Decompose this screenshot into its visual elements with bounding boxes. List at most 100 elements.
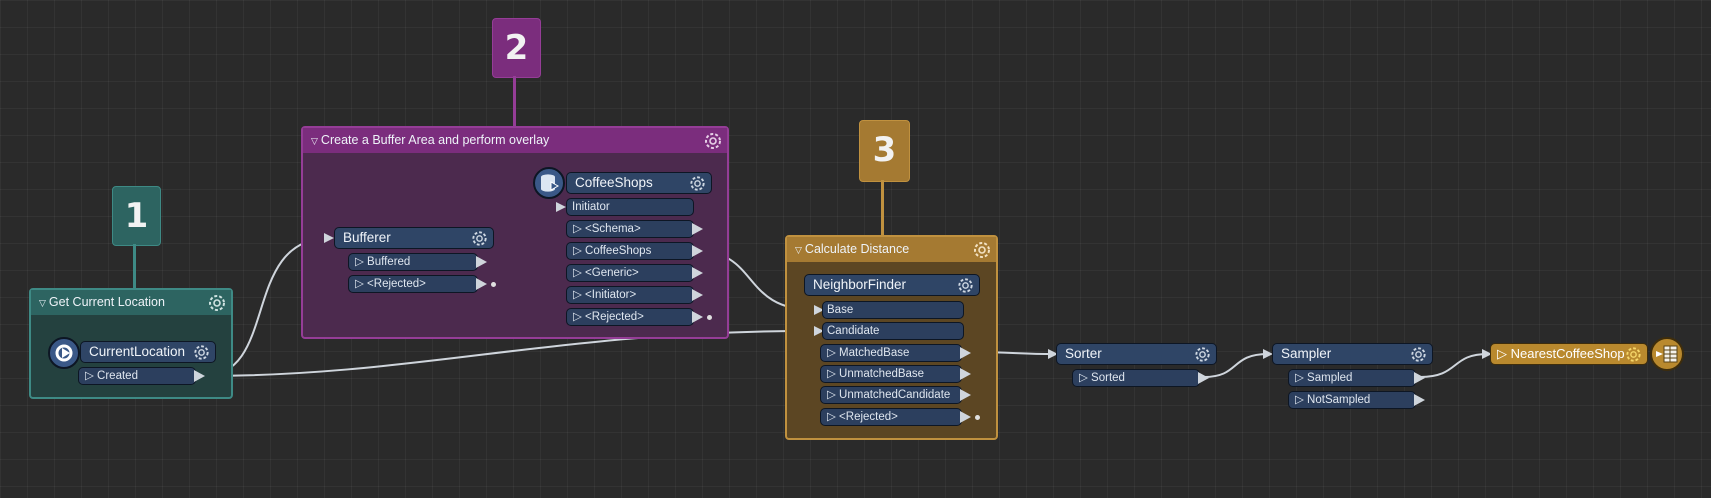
input-port-initiator[interactable]: Initiator (566, 198, 694, 216)
current-location-icon[interactable] (48, 337, 80, 369)
port-triangle-icon: ▷ (573, 311, 586, 323)
port-triangle-icon: ▷ (355, 278, 368, 290)
transformer-name: CoffeeShops (575, 175, 653, 190)
gear-icon[interactable] (703, 131, 723, 151)
port-end-dot (707, 315, 712, 320)
output-port-rejected[interactable]: ▷ <Rejected> (820, 408, 962, 426)
input-arrow[interactable] (324, 233, 334, 243)
output-arrow[interactable] (692, 223, 703, 235)
annotation-1[interactable]: 1 (112, 186, 161, 246)
annotation-3[interactable]: 3 (859, 120, 910, 182)
port-triangle-icon: ▷ (1295, 394, 1308, 406)
output-arrow[interactable] (692, 289, 703, 301)
port-triangle-icon: ▷ (573, 267, 586, 279)
input-arrow[interactable] (1263, 349, 1273, 359)
bookmark-title: Get Current Location (48, 295, 165, 309)
output-arrow[interactable] (1414, 372, 1425, 384)
transformer-currentlocation[interactable]: CurrentLocation (80, 341, 216, 363)
port-triangle-icon: ▷ (827, 368, 840, 380)
output-port-initiator[interactable]: ▷ <Initiator> (566, 286, 694, 304)
input-port-candidate[interactable]: Candidate (822, 322, 964, 340)
reader-coffeeshops[interactable]: CoffeeShops (566, 172, 712, 194)
bookmark-header[interactable]: ▽Get Current Location (31, 290, 231, 315)
output-port-unmatchedcandidate[interactable]: ▷ UnmatchedCandidate (820, 386, 962, 404)
output-arrow[interactable] (960, 368, 971, 380)
port-triangle-icon: ▷ (85, 370, 98, 382)
annotation-2-tail (513, 76, 516, 126)
port-triangle-icon: ▷ (827, 347, 840, 359)
database-reader-icon[interactable] (533, 167, 565, 199)
gear-icon[interactable] (1409, 345, 1428, 364)
output-arrow[interactable] (476, 256, 487, 268)
transformer-sampler[interactable]: Sampler (1272, 343, 1433, 365)
output-arrow[interactable] (1198, 372, 1209, 384)
port-triangle-icon: ▷ (827, 389, 840, 401)
port-triangle-icon: ▷ (573, 245, 586, 257)
gear-icon[interactable] (1624, 345, 1643, 364)
gear-icon[interactable] (207, 293, 227, 313)
input-arrow[interactable] (556, 202, 566, 212)
port-triangle-icon: ▷ (1295, 372, 1308, 384)
output-port-matchedbase[interactable]: ▷ MatchedBase (820, 344, 962, 362)
bookmark-header[interactable]: ▽Create a Buffer Area and perform overla… (303, 128, 727, 153)
output-port-rejected[interactable]: ▷ <Rejected> (566, 308, 694, 326)
gear-icon[interactable] (688, 174, 707, 193)
port-triangle-icon: ▷ (573, 223, 586, 235)
gear-icon[interactable] (972, 240, 992, 260)
output-port-sorted[interactable]: ▷ Sorted (1072, 369, 1200, 387)
output-arrow[interactable] (1414, 394, 1425, 406)
transformer-name: NeighborFinder (813, 277, 907, 292)
gear-icon[interactable] (1193, 345, 1212, 364)
output-port-sampled[interactable]: ▷ Sampled (1288, 369, 1416, 387)
output-arrow[interactable] (692, 267, 703, 279)
bookmark-header[interactable]: ▽Calculate Distance (787, 237, 996, 262)
output-arrow[interactable] (476, 278, 487, 290)
output-port-rejected[interactable]: ▷ <Rejected> (348, 275, 478, 293)
bookmark-title: Calculate Distance (804, 242, 910, 256)
transformer-name: Bufferer (343, 230, 391, 245)
annotation-2[interactable]: 2 (492, 18, 541, 78)
port-triangle-icon: ▷ (355, 256, 368, 268)
table-writer-icon[interactable] (1650, 337, 1684, 371)
output-port-notsampled[interactable]: ▷ NotSampled (1288, 391, 1416, 409)
gear-icon[interactable] (192, 343, 211, 362)
port-end-dot (491, 282, 496, 287)
writer-nearestcoffeeshop[interactable]: ▷ NearestCoffeeShop (1490, 343, 1648, 365)
bookmark-title: Create a Buffer Area and perform overlay (320, 133, 550, 147)
output-port-unmatchedbase[interactable]: ▷ UnmatchedBase (820, 365, 962, 383)
input-arrow[interactable] (1048, 349, 1058, 359)
input-port-base[interactable]: Base (822, 301, 964, 319)
output-arrow[interactable] (960, 347, 971, 359)
output-arrow[interactable] (194, 370, 205, 382)
input-arrow[interactable] (814, 305, 824, 315)
port-triangle-icon: ▷ (827, 411, 840, 423)
output-arrow[interactable] (692, 311, 703, 323)
port-triangle-icon: ▷ (1497, 346, 1511, 361)
output-port-generic[interactable]: ▷ <Generic> (566, 264, 694, 282)
gear-icon[interactable] (470, 229, 489, 248)
collapse-triangle-icon[interactable]: ▽ (311, 136, 318, 146)
gear-icon[interactable] (956, 276, 975, 295)
transformer-name: CurrentLocation (89, 344, 186, 359)
collapse-triangle-icon[interactable]: ▽ (795, 245, 802, 255)
port-end-dot (975, 415, 980, 420)
input-arrow[interactable] (1482, 349, 1492, 359)
transformer-neighborfinder[interactable]: NeighborFinder (804, 274, 980, 296)
collapse-triangle-icon[interactable]: ▽ (39, 298, 46, 308)
output-port-created[interactable]: ▷ Created (78, 367, 196, 385)
output-arrow[interactable] (960, 389, 971, 401)
output-arrow[interactable] (692, 245, 703, 257)
output-arrow[interactable] (960, 411, 971, 423)
annotation-3-tail (881, 180, 884, 236)
transformer-name: Sorter (1065, 346, 1102, 361)
transformer-sorter[interactable]: Sorter (1056, 343, 1217, 365)
output-port-coffeeshops[interactable]: ▷ CoffeeShops (566, 242, 694, 260)
transformer-bufferer[interactable]: Bufferer (334, 227, 494, 249)
output-port-schema[interactable]: ▷ <Schema> (566, 220, 694, 238)
annotation-1-tail (133, 244, 136, 288)
output-port-buffered[interactable]: ▷ Buffered (348, 253, 478, 271)
transformer-name: Sampler (1281, 346, 1332, 361)
input-arrow[interactable] (814, 326, 824, 336)
writer-name: NearestCoffeeShop (1510, 346, 1625, 361)
port-triangle-icon: ▷ (573, 289, 586, 301)
